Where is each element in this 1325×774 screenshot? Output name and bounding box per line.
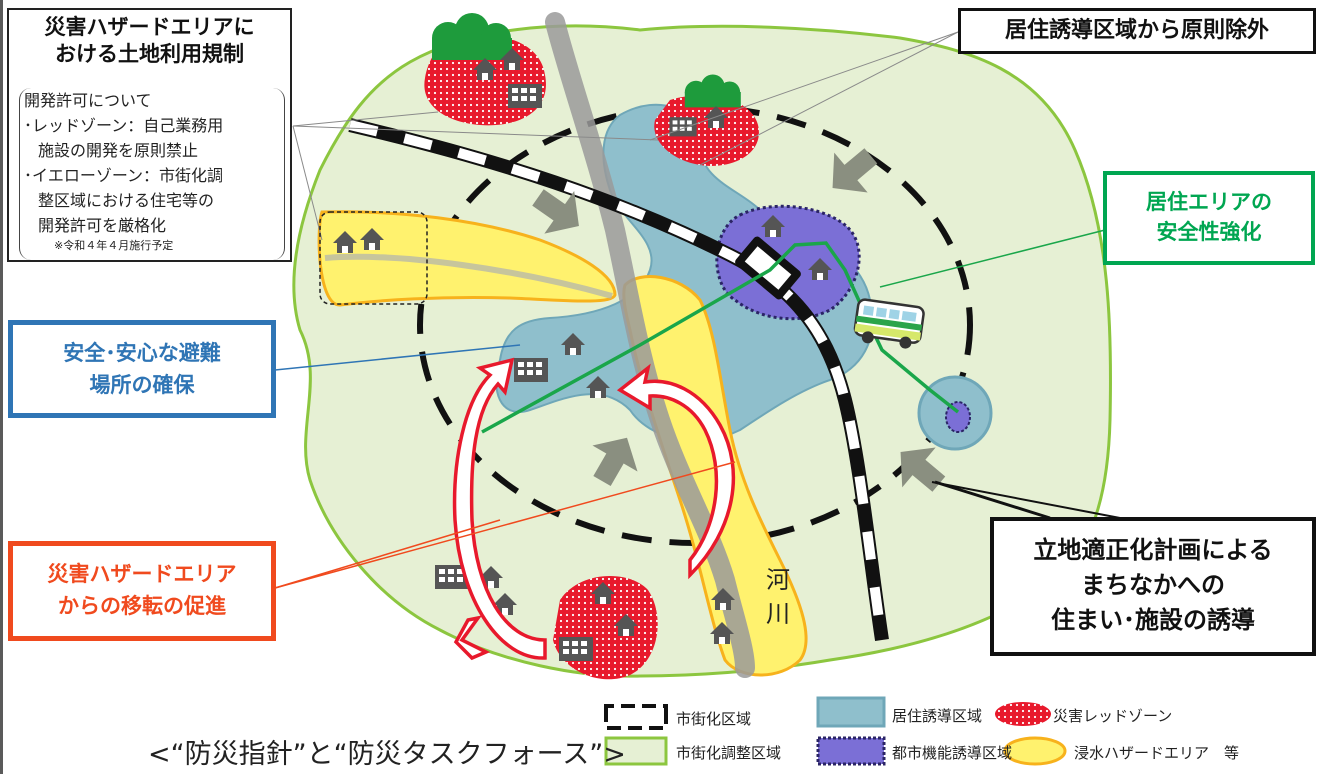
relocate-line-2: からの移転の促進 (58, 594, 226, 618)
evac-line-1: 安全･安心な避難 (63, 341, 221, 365)
legend-swatch-urban-control (604, 736, 668, 766)
caption: <“防災指針”と“防災タスクフォース”> (148, 739, 626, 770)
regulation-body: 開発許可について ･レッドゾーン：自己業務用 施設の開発を原則禁止 ･イエローゾ… (19, 88, 285, 260)
highlight-box (319, 211, 428, 305)
river-branch-west (324, 253, 613, 299)
river-label-1: 河 (766, 566, 790, 594)
river (545, 12, 755, 678)
exclusion-text: 居住誘導区域から原則除外 (1004, 18, 1269, 43)
body-line-1: 開発許可について (24, 91, 152, 110)
river-label-2: 川 (766, 600, 790, 628)
safety-line-2: 安全性強化 (1156, 220, 1262, 244)
safety-callout: 居住エリアの 安全性強化 (1103, 171, 1315, 265)
plan-line-3: 住まい･施設の誘導 (1051, 606, 1255, 634)
evacuation-callout: 安全･安心な避難 場所の確保 (8, 320, 276, 418)
building-icon (669, 117, 697, 137)
leader-line-plan (934, 480, 1051, 520)
relocate-line-1: 災害ハザードエリア (47, 562, 237, 586)
building-icon (508, 84, 542, 108)
leader-line-evac (274, 344, 521, 371)
body-line-5: 整区域における住宅等の (38, 191, 215, 210)
legend-urban-function-induction: 都市機能誘導区域 (892, 744, 1013, 762)
heading-line-2: おける土地利用規制 (55, 42, 244, 66)
safety-line-1: 居住エリアの (1146, 190, 1272, 214)
building-icon (514, 358, 548, 382)
legend-swatch-residential (816, 696, 886, 728)
leader-line-relocate-1 (274, 519, 501, 589)
plan-line-1: 立地適正化計画による (1033, 536, 1273, 564)
relocation-arrow-right (616, 363, 736, 580)
leader-line-relocate-2 (274, 461, 736, 589)
legend-urbanization-control: 市街化調整区域 (676, 744, 782, 762)
legend-swatch-red-zone (995, 702, 1051, 726)
leader-line-safety (879, 229, 1106, 288)
railway-stripes (348, 120, 887, 641)
heading-line-1: 災害ハザードエリアに (44, 15, 255, 39)
relocation-callout: 災害ハザードエリア からの移転の促進 (8, 541, 276, 641)
regulation-heading: 災害ハザードエリアに おける土地利用規制 (9, 14, 290, 68)
land-use-regulation-box: 災害ハザードエリアに おける土地利用規制 開発許可について ･レッドゾーン：自己… (7, 8, 292, 262)
left-edge-rule (0, 0, 3, 774)
station (735, 236, 801, 300)
building-icon (559, 637, 593, 661)
body-line-3: 施設の開発を原則禁止 (38, 141, 199, 160)
leader-lines (292, 31, 959, 241)
legend-red-zone: 災害レッドゾーン (1053, 707, 1173, 725)
legend-swatch-urbanization-area (604, 704, 668, 730)
flood-hazard-area-west (317, 210, 617, 307)
relocation-arrow-left (452, 357, 547, 661)
legend-flood-hazard: 浸水ハザードエリア 等 (1074, 744, 1240, 762)
tree-icon (432, 13, 512, 60)
bus-icon (853, 298, 925, 349)
exclusion-callout: 居住誘導区域から原則除外 (958, 8, 1316, 54)
plan-callout: 立地適正化計画による まちなかへの 住まい･施設の誘導 (990, 517, 1316, 656)
legend-urbanization-area: 市街化区域 (676, 710, 752, 728)
transit-line (481, 241, 960, 434)
evac-line-2: 場所の確保 (89, 373, 195, 397)
body-line-4: ･イエローゾーン：市街化調 (24, 166, 224, 185)
plan-line-2: まちなかへの (1081, 571, 1225, 599)
legend-swatch-urban-function (816, 736, 886, 766)
legend-residential-induction: 居住誘導区域 (892, 707, 983, 725)
legend-swatch-flood (1003, 736, 1067, 766)
enforcement-note: ※令和４年４月施行予定 (54, 239, 174, 252)
body-line-2: ･レッドゾーン：自己業務用 (24, 116, 224, 135)
body-line-6: 開発許可を厳格化 (38, 216, 167, 235)
leader-line-plan-2 (931, 481, 1121, 519)
